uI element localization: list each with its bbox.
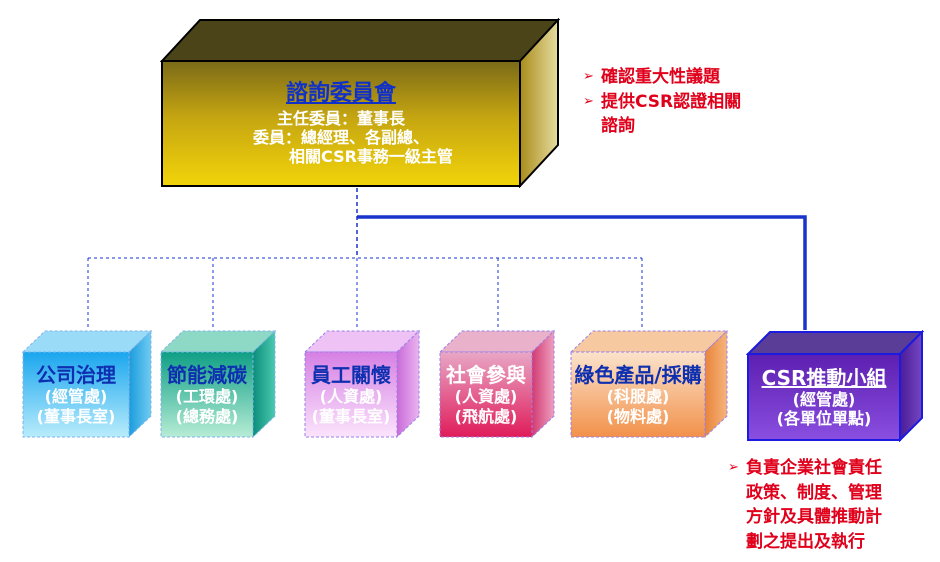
committee-box-social-participation: 社會參與 (人資處) (飛航處) xyxy=(439,330,555,438)
committee-box-governance: 公司治理 (經管處) (董事長室) xyxy=(22,330,152,438)
advisory-note: 確認重大性議題 xyxy=(601,67,720,87)
committee-dept: (各單位單點) xyxy=(776,409,872,428)
committee-dept: (工環處) xyxy=(175,387,239,407)
committee-title: 社會參與 xyxy=(446,363,526,388)
csr-group-note: 負責企業社會責任 xyxy=(746,458,882,478)
committee-dept: (經管處) xyxy=(792,389,856,409)
arrow-bullet-icon: ➢ xyxy=(728,460,739,475)
advisory-note: 諮詢 xyxy=(601,116,635,137)
advisory-notes: ➢ 確認重大性議題 ➢ 提供CSR認證相關 諮詢 xyxy=(583,65,741,139)
csr-group-note: 政策、制度、管理 xyxy=(746,482,882,503)
committee-title: CSR推動小組 xyxy=(761,365,887,390)
advisory-committee-box: 諮詢委員會 主任委員：董事長 委員：總經理、各副總、 相關CSR事務一級主管 xyxy=(160,18,560,188)
csr-group-note: 劃之提出及執行 xyxy=(746,531,865,552)
advisory-note: 提供CSR認證相關 xyxy=(601,91,742,112)
solid-line-to-csr xyxy=(357,215,807,330)
committee-box-green-products: 綠色產品/採購 (科服處) (物料處) xyxy=(570,330,728,438)
committee-dept: (總務處) xyxy=(175,406,239,426)
csr-group-note: 方針及具體推動計 xyxy=(746,507,882,528)
arrow-bullet-icon: ➢ xyxy=(583,69,594,84)
committee-box-csr-promotion-group: CSR推動小組 (經管處) (各單位單點) xyxy=(746,330,924,442)
committee-dept: (董事長室) xyxy=(311,406,391,426)
csr-group-notes: ➢ 負責企業社會責任 政策、制度、管理 方針及具體推動計 劃之提出及執行 xyxy=(728,456,882,555)
committee-dept: (科服處) xyxy=(606,387,670,407)
arrow-bullet-icon: ➢ xyxy=(583,93,594,109)
committee-dept: (飛航處) xyxy=(454,406,518,426)
committee-dept: (物料處) xyxy=(606,406,670,426)
advisory-committee-title: 諮詢委員會 xyxy=(285,80,396,106)
committee-title: 綠色產品/採購 xyxy=(574,363,702,388)
committee-dept: (經管處) xyxy=(44,387,108,407)
advisory-committee-members: 委員：總經理、各副總、 xyxy=(252,128,429,148)
committee-dept: (人資處) xyxy=(454,387,518,407)
committee-box-employee-care: 員工關懷 (人資處) (董事長室) xyxy=(304,330,420,438)
committee-title: 節能減碳 xyxy=(167,363,247,388)
committee-dept: (董事長室) xyxy=(36,406,116,426)
advisory-committee-members-cont: 相關CSR事務一級主管 xyxy=(289,147,453,167)
committee-box-energy-saving: 節能減碳 (工環處) (總務處) xyxy=(160,330,276,438)
committee-title: 公司治理 xyxy=(36,363,116,388)
advisory-committee-chair: 主任委員：董事長 xyxy=(276,108,405,128)
committee-title: 員工關懷 xyxy=(311,363,391,388)
advisory-committee-3d-shape xyxy=(160,18,560,188)
committee-dept: (人資處) xyxy=(319,387,383,407)
